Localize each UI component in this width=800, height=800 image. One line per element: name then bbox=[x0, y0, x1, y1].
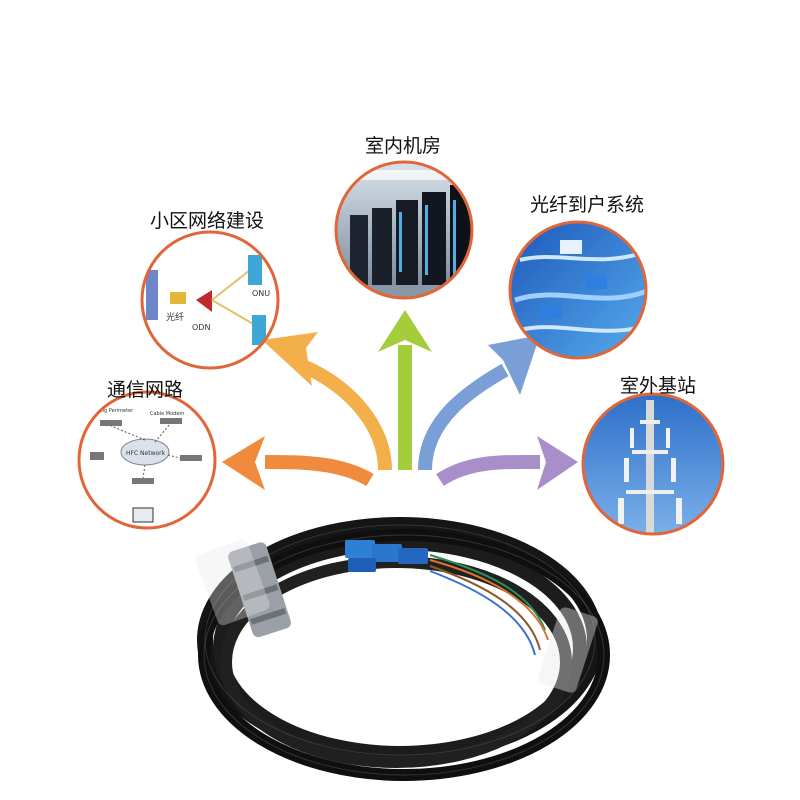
community-network-diagram: 光纤 ODN ONU bbox=[140, 230, 280, 370]
hfc-label: HFC Network bbox=[126, 450, 166, 457]
arrow-indoor bbox=[378, 310, 432, 470]
label-communication-network: 通信网路 bbox=[107, 379, 184, 401]
label-indoor-room: 室内机房 bbox=[365, 135, 442, 157]
ftth-photo bbox=[508, 220, 648, 360]
perimeter-label: Ring Perimeter bbox=[96, 408, 134, 414]
cable-modem-label: Cable Modem bbox=[150, 411, 184, 417]
label-outdoor-base-station: 室外基站 bbox=[620, 375, 697, 397]
arrow-community bbox=[262, 332, 392, 471]
communication-network-diagram: HFC Network Cable Modem Ring Perimeter bbox=[77, 390, 217, 530]
indoor-room-photo bbox=[334, 160, 474, 300]
label-community-network: 小区网络建设 bbox=[150, 210, 265, 232]
outdoor-base-station-photo bbox=[581, 392, 725, 536]
fiber-label: 光纤 bbox=[166, 311, 184, 323]
arrow-communication bbox=[222, 436, 374, 490]
arrow-ftth bbox=[418, 335, 540, 471]
fiber-cable-coil bbox=[195, 517, 610, 781]
label-ftth-system: 光纤到户系统 bbox=[530, 194, 645, 216]
arrow-tower bbox=[436, 436, 578, 490]
onu-label: ONU bbox=[252, 289, 270, 298]
odn-label: ODN bbox=[192, 323, 210, 332]
